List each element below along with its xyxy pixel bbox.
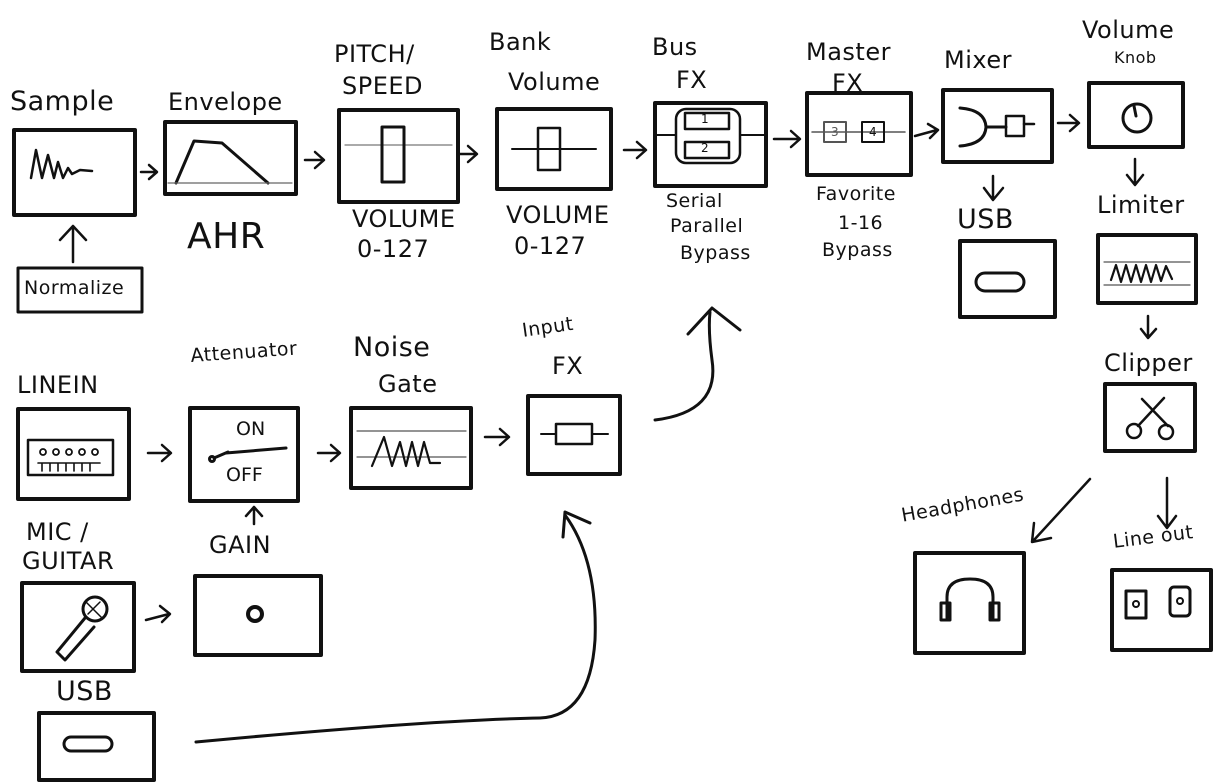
bus-slot-2: 2 bbox=[701, 141, 709, 155]
arrow-volume-limiter bbox=[1125, 157, 1145, 187]
gain-knob-icon bbox=[246, 605, 264, 623]
pitch-label-line1: PITCH/ bbox=[334, 40, 415, 68]
bus-label-line1: Bus bbox=[652, 33, 698, 61]
envelope-sublabel: AHR bbox=[187, 216, 266, 257]
attenuator-box bbox=[188, 406, 300, 503]
arrow-linein-attenuator bbox=[146, 443, 173, 463]
mixer-box bbox=[941, 88, 1054, 164]
arrow-pitch-bank bbox=[457, 144, 479, 164]
master-sublabel-1: Favorite bbox=[816, 183, 896, 205]
clipper-box bbox=[1103, 382, 1197, 453]
bus-sublabel-3: Bypass bbox=[680, 242, 751, 264]
line-in-box bbox=[16, 407, 131, 501]
mic-guitar-box bbox=[20, 581, 136, 673]
arrow-attenuator-noisegate bbox=[316, 443, 342, 463]
pitch-speed-box bbox=[337, 108, 460, 204]
master-fx-box bbox=[805, 91, 913, 177]
noise-gate-label-line1: Noise bbox=[353, 332, 431, 363]
limiter-box bbox=[1096, 233, 1198, 305]
arrow-mic-gain bbox=[144, 604, 172, 624]
microphone-icon bbox=[55, 595, 109, 662]
mixer-usb-label: USB bbox=[957, 204, 1014, 235]
limited-waveform bbox=[1109, 263, 1174, 284]
sample-label: Sample bbox=[10, 86, 115, 117]
pitch-sublabel-1: VOLUME bbox=[352, 205, 456, 233]
usb-out-box bbox=[958, 239, 1057, 319]
mixer-label: Mixer bbox=[944, 46, 1012, 74]
arrow-master-mixer bbox=[913, 122, 940, 140]
master-label-line1: Master bbox=[806, 38, 891, 66]
master-slot-3: 3 bbox=[831, 125, 839, 139]
bus-slot-1: 1 bbox=[701, 112, 709, 126]
arrow-normalize-to-sample bbox=[58, 224, 88, 264]
arrow-mixer-usb bbox=[982, 174, 1005, 202]
gain-label: GAIN bbox=[209, 531, 272, 559]
envelope-curve bbox=[174, 139, 270, 185]
arrow-bus-master bbox=[772, 129, 802, 149]
bank-label-line2: Volume bbox=[508, 68, 601, 96]
bank-volume-box bbox=[495, 107, 613, 191]
noise-gate-label-line2: Gate bbox=[378, 370, 438, 398]
sample-box bbox=[12, 128, 137, 217]
input-fx-box bbox=[526, 394, 622, 476]
headphones-box bbox=[913, 551, 1026, 655]
gated-waveform bbox=[370, 435, 442, 468]
arrow-usb-inputfx bbox=[194, 510, 597, 744]
usb-in-box bbox=[37, 711, 156, 782]
input-fx-label-line2: FX bbox=[552, 352, 584, 380]
bus-fx-box bbox=[653, 101, 768, 188]
usb-port-icon bbox=[974, 271, 1026, 293]
limiter-label: Limiter bbox=[1097, 191, 1185, 219]
arrow-mixer-volume bbox=[1056, 113, 1081, 133]
bank-sublabel-1: VOLUME bbox=[506, 201, 610, 229]
arrow-noisegate-inputfx bbox=[483, 427, 511, 447]
envelope-box bbox=[163, 120, 298, 196]
bus-sublabel-1: Serial bbox=[666, 190, 723, 212]
scissors-icon bbox=[1125, 396, 1175, 441]
attenuator-off-label: OFF bbox=[226, 464, 263, 486]
master-sublabel-3: Bypass bbox=[822, 239, 893, 261]
master-sublabel-2: 1-16 bbox=[838, 212, 884, 234]
mixer-symbol bbox=[958, 106, 1008, 148]
pitch-sublabel-2: 0-127 bbox=[357, 235, 430, 263]
volume-knob-label-line2: Knob bbox=[1114, 48, 1157, 67]
attenuator-on-label: ON bbox=[236, 418, 266, 440]
normalize-label: Normalize bbox=[24, 277, 125, 299]
arrow-clipper-headphones bbox=[1030, 477, 1092, 544]
line-in-label: LINEIN bbox=[17, 371, 99, 399]
knob-icon bbox=[1121, 102, 1153, 134]
normalize-box bbox=[16, 266, 144, 314]
bus-sublabel-2: Parallel bbox=[670, 215, 744, 237]
arrow-limiter-clipper bbox=[1139, 314, 1158, 340]
headphones-icon bbox=[945, 577, 995, 620]
line-out-box bbox=[1110, 568, 1213, 652]
usb-port-icon bbox=[62, 735, 114, 753]
gain-box bbox=[193, 574, 323, 657]
noise-gate-box bbox=[349, 406, 473, 490]
envelope-label: Envelope bbox=[168, 88, 283, 116]
bank-label-line1: Bank bbox=[489, 28, 552, 56]
usb-in-label: USB bbox=[56, 676, 113, 707]
arrow-gain-attenuator bbox=[244, 505, 264, 526]
master-slot-4: 4 bbox=[869, 125, 877, 139]
pitch-label-line2: SPEED bbox=[342, 72, 424, 100]
arrow-sample-envelope bbox=[139, 163, 159, 181]
mic-label-line1: MIC / bbox=[26, 518, 89, 546]
volume-knob-box bbox=[1087, 81, 1185, 149]
waveform-icon bbox=[29, 148, 94, 180]
volume-knob-label-line1: Volume bbox=[1082, 16, 1175, 44]
arrow-clipper-lineout bbox=[1156, 476, 1178, 530]
mic-label-line2: GUITAR bbox=[22, 547, 115, 575]
arrow-bank-bus bbox=[622, 140, 648, 160]
arrow-inputfx-busfx bbox=[653, 306, 742, 422]
clipper-label: Clipper bbox=[1104, 349, 1193, 377]
bank-sublabel-2: 0-127 bbox=[514, 232, 587, 260]
switch-lever bbox=[212, 446, 288, 460]
master-label-line2: FX bbox=[832, 69, 864, 97]
arrow-envelope-pitch bbox=[303, 150, 326, 170]
bus-label-line2: FX bbox=[676, 66, 708, 94]
